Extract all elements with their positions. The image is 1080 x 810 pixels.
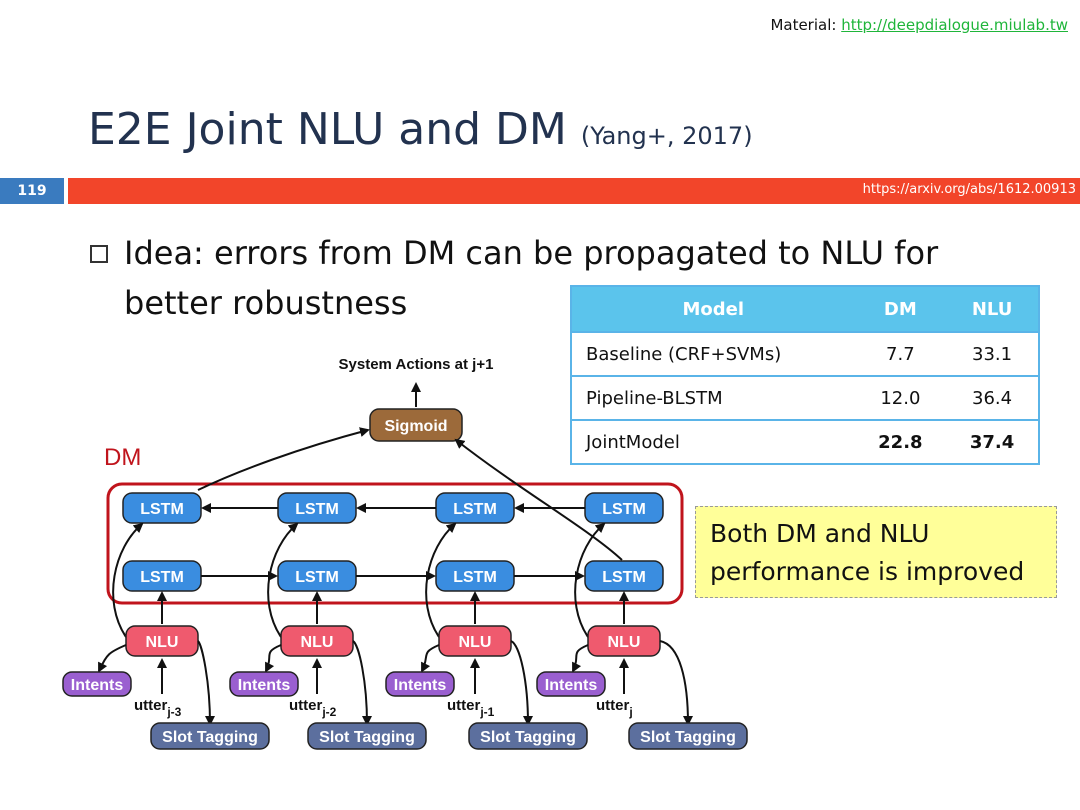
nlu-node-label: NLU	[459, 634, 492, 651]
idea-bullet: Idea: errors from DM can be propagated t…	[124, 234, 939, 322]
arrow-to-slot-tagging	[510, 640, 533, 726]
lstm-bottom-node-label: LSTM	[453, 569, 497, 586]
arrow-to-intents	[421, 644, 440, 673]
slot-tagging-node-label: Slot Tagging	[480, 729, 576, 746]
slide-title: E2E Joint NLU and DM (Yang+, 2017)	[88, 104, 753, 155]
lstm-top-node-label: LSTM	[140, 501, 184, 518]
dm-box	[106, 482, 684, 605]
lstm-bottom-node-label: LSTM	[295, 569, 339, 586]
slot-tagging-node-label: Slot Tagging	[640, 729, 736, 746]
result-note: Both DM and NLU performance is improved	[695, 506, 1057, 598]
arrow-to-sigmoid-left	[197, 427, 370, 491]
slot-tagging-node	[628, 722, 748, 750]
intents-node-label: Intents	[394, 677, 447, 694]
nlu-node-label: NLU	[608, 634, 641, 651]
utter-subscript: j-1	[479, 705, 494, 719]
cell-dm: 22.8	[854, 419, 947, 464]
table-row: Baseline (CRF+SVMs) 7.7 33.1	[571, 331, 1039, 376]
arrow-nlu-to-lstm-top	[574, 522, 606, 638]
arxiv-link[interactable]: https://arxiv.org/abs/1612.00913	[862, 182, 1076, 197]
slot-tagging-node	[150, 722, 270, 750]
nlu-node-label: NLU	[301, 634, 334, 651]
material-credit: Material: http://deepdialogue.miulab.tw	[770, 16, 1068, 34]
utter-label: utterj-3	[134, 697, 182, 719]
bullet-square-icon	[90, 245, 108, 263]
arrow-to-slot-tagging	[197, 640, 215, 726]
utter-subscript: j	[628, 705, 632, 719]
utter-label: utterj	[596, 697, 633, 719]
utter-label: utterj-2	[289, 697, 337, 719]
title-bar	[68, 178, 1080, 204]
lstm-top-node-label: LSTM	[453, 501, 497, 518]
slide-citation: (Yang+, 2017)	[580, 122, 753, 150]
cell-dm: 12.0	[854, 375, 947, 420]
arrow-to-intents	[98, 644, 127, 673]
slide-title-text: E2E Joint NLU and DM	[88, 104, 567, 155]
system-actions-label: System Actions at j+1	[339, 356, 494, 373]
material-label: Material:	[770, 16, 842, 34]
arrow-to-intents	[265, 644, 282, 673]
slot-tagging-node	[307, 722, 427, 750]
lstm-top-node-label: LSTM	[295, 501, 339, 518]
arrow-nlu-to-lstm-top	[267, 522, 299, 638]
table-header-row: Model DM NLU	[571, 286, 1039, 332]
intents-node-label: Intents	[545, 677, 598, 694]
col-nlu: NLU	[946, 286, 1039, 332]
col-dm: DM	[854, 286, 947, 332]
col-model: Model	[571, 286, 855, 332]
cell-dm: 7.7	[854, 331, 947, 376]
intents-node	[385, 671, 455, 697]
utter-subscript: j-3	[166, 705, 181, 719]
nlu-node-label: NLU	[146, 634, 179, 651]
slot-tagging-node-label: Slot Tagging	[162, 729, 258, 746]
arrow-nlu-to-lstm-top	[425, 522, 457, 638]
intents-node	[536, 671, 606, 697]
arrow-nlu-to-lstm-top	[112, 522, 144, 638]
material-link[interactable]: http://deepdialogue.miulab.tw	[841, 16, 1068, 34]
lstm-bottom-node-label: LSTM	[602, 569, 646, 586]
cell-model: Pipeline-BLSTM	[571, 375, 855, 420]
table-row: Pipeline-BLSTM 12.0 36.4	[571, 375, 1039, 420]
arrow-to-slot-tagging	[352, 640, 372, 726]
lstm-top-node-label: LSTM	[602, 501, 646, 518]
page-number: 119	[0, 178, 64, 204]
intents-node	[62, 671, 132, 697]
cell-model: JointModel	[571, 419, 855, 464]
slot-tagging-node-label: Slot Tagging	[319, 729, 415, 746]
arrow-to-intents	[572, 644, 589, 673]
cell-nlu: 36.4	[946, 375, 1039, 420]
intents-node-label: Intents	[238, 677, 291, 694]
cell-nlu: 33.1	[946, 331, 1039, 376]
dm-label: DM	[104, 444, 141, 471]
arrow-to-slot-tagging	[659, 640, 693, 726]
cell-nlu: 37.4	[946, 419, 1039, 464]
utter-subscript: j-2	[321, 705, 336, 719]
results-table: Model DM NLU Baseline (CRF+SVMs) 7.7 33.…	[570, 285, 1040, 465]
slot-tagging-node	[468, 722, 588, 750]
utter-label: utterj-1	[447, 697, 495, 719]
sigmoid-node	[369, 408, 463, 442]
intents-node-label: Intents	[71, 677, 124, 694]
table-row: JointModel 22.8 37.4	[571, 419, 1039, 464]
sigmoid-node-label: Sigmoid	[384, 418, 447, 435]
intents-node	[229, 671, 299, 697]
lstm-bottom-node-label: LSTM	[140, 569, 184, 586]
cell-model: Baseline (CRF+SVMs)	[571, 331, 855, 376]
